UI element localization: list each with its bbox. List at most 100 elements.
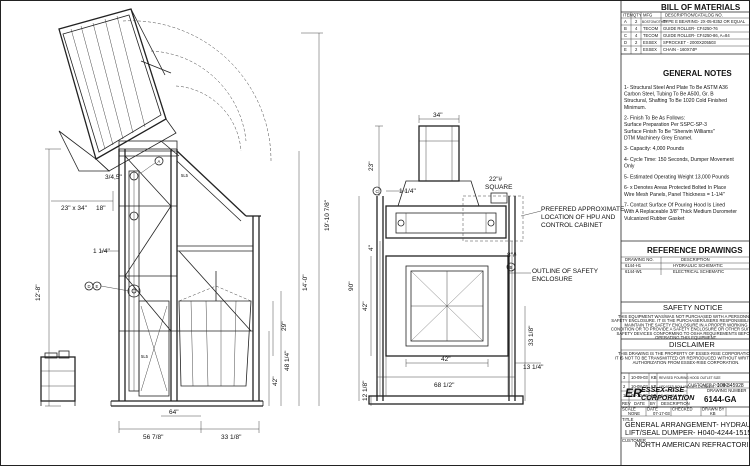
dim-42-horizontal: 42" xyxy=(441,356,451,363)
dim-4: 4" xyxy=(368,244,375,251)
ref-row-desc: ELECTRICAL SCHEMATIC xyxy=(673,269,724,274)
dim-18: 18" xyxy=(96,205,106,212)
revision-by: KB xyxy=(651,384,657,389)
bom-item: C xyxy=(624,33,627,38)
dim-12-8: 12'-8" xyxy=(35,284,42,301)
general-notes: GENERAL NOTES 1- Structural Steel And Pl… xyxy=(621,69,750,242)
dim-14-0: 14'-0" xyxy=(302,274,309,291)
revision-number: 1 xyxy=(623,393,626,398)
general-note-line: Surface Finish To Be "Sherwin Williams" xyxy=(624,129,715,135)
drawing-title-line1: GENERAL ARRANGEMENT- HYDRAULIC xyxy=(625,420,750,429)
side-view: 56 7/8" 33 1/8" 23" x 34" 18" 1 1/4" 64"… xyxy=(35,8,331,441)
bom-hdr-desc: DESCRIPTION/CATALOG NO. xyxy=(665,13,723,18)
dim-8: 8"# xyxy=(507,252,517,259)
dim-22-square: 22"# xyxy=(489,176,503,183)
bom-desc: CHAIN - 160X74P xyxy=(663,47,697,52)
side-view-dim-text: 56 7/8" 33 1/8" 23" x 34" 18" 1 1/4" 64"… xyxy=(35,173,331,441)
rev-hdr-date: DATE xyxy=(634,401,645,406)
front-view: 34" 23" 22"# SQUARE 1 1/4" 8"# 90" 42" 4… xyxy=(348,112,625,406)
general-note-line: Surface Preparation Per SSPC-SP-3 xyxy=(624,122,707,128)
drawing-no-label: DRAWING NUMBER xyxy=(707,388,746,393)
scale-value: NONE xyxy=(628,411,640,416)
rev-hdr-by: BY xyxy=(650,401,656,406)
general-note-line: With A Replaceable 3/8" Thick Medium Dur… xyxy=(624,209,737,215)
bill-of-materials: BILL OF MATERIALS ITEM QTY MFG DESCRIPTI… xyxy=(621,3,750,55)
hpu-unit xyxy=(40,350,76,406)
dim-48-1-4: 48 1/4" xyxy=(284,350,291,371)
ref-row-no: 6144-H1 xyxy=(625,263,642,268)
dim-33-1-8: 33 1/8" xyxy=(221,434,242,441)
ref-hdr-desc: DESCRIPTION xyxy=(681,257,710,262)
callout-e: E xyxy=(96,284,99,289)
bom-desc: GUIDE ROLLER- CF4250-76 xyxy=(663,26,718,31)
dim-33-1-8-front: 33 1/8" xyxy=(528,325,535,346)
bom-mfg: TECOM xyxy=(643,33,659,38)
date-label: DATE xyxy=(647,407,658,412)
general-note-line: 7- Contact Surface Of Pouring Hood Is Li… xyxy=(624,203,725,209)
rev-hdr-desc: DESCRIPTION xyxy=(661,401,690,406)
general-note-line: 1- Structural Steel And Plate To Be ASTM… xyxy=(624,85,728,91)
bom-qty: 4 xyxy=(635,26,638,31)
drawing-no-value: 6144-GA xyxy=(704,395,737,404)
general-note-line: Carbon Steel, Tubing To Be A500, Gr. B xyxy=(624,92,714,98)
side-callouts: A D E xyxy=(84,156,164,292)
bom-mfg: TECOM xyxy=(643,26,659,31)
revision-description: UPDATED BOM AND LIFT CYLINDER xyxy=(659,385,715,389)
safety-line: SAFETY DEVICES CONFORMING TO OSHA REQUIR… xyxy=(617,331,750,336)
reference-drawings-title: REFERENCE DRAWINGS xyxy=(647,246,743,255)
label-hpu-line1: PREFERED APPROXIMATE xyxy=(541,206,625,213)
front-view-dimensions xyxy=(358,115,541,406)
general-note-line: 3- Capacity: 4,000 Pounds xyxy=(624,146,684,152)
bom-qty: 4 xyxy=(635,33,638,38)
disclaimer: DISCLAIMER THIS DRAWING IS THE PROPERTY … xyxy=(615,340,750,374)
dim-12-1-8: 12 1/8" xyxy=(362,380,369,401)
safety-line: CONDITION OR TO PROVIDE A SAFETY ENCLOSU… xyxy=(611,327,750,332)
bom-item: B xyxy=(624,26,627,31)
bom-mfg: ESSEX xyxy=(643,47,657,52)
lower-bin xyxy=(178,271,252,387)
revision-description: REVISED POURING HOOD OUTLET SIZE xyxy=(659,376,721,380)
dim-5l5-a: 5L5 xyxy=(181,173,189,178)
revision-by: KB xyxy=(651,393,657,398)
disclaimer-body: THIS DRAWING IS THE PROPERTY OF ESSEX-RI… xyxy=(615,351,750,365)
safety-title: SAFETY NOTICE xyxy=(663,303,722,312)
tilted-hopper xyxy=(58,8,272,172)
lift-carriage xyxy=(127,170,170,397)
dim-23x34: 23" x 34" xyxy=(61,205,88,212)
revision-by: KB xyxy=(651,375,657,380)
safety-line: SAFETY ENCLOSURE. IT IS THE PURCHASER/US… xyxy=(611,318,750,323)
company-line1: ESSEX-RISE xyxy=(641,385,684,394)
dim-front-1-1-4: 1 1/4" xyxy=(399,188,416,195)
safety-body: THIS EQUIPMENT WAS/WAS NOT PURCHASED WIT… xyxy=(611,314,750,340)
scale-label: SCALE xyxy=(622,407,636,412)
dim-29: 29" xyxy=(281,321,288,331)
drawn-label: DRAWN BY xyxy=(702,407,725,412)
dim-42: 42" xyxy=(272,376,279,386)
bom-row: A 2 BOSTON/OTHER TYPE E BEARING- 2X-05-8… xyxy=(624,19,746,24)
callout-d: D xyxy=(88,284,91,289)
dim-90: 90" xyxy=(348,281,355,291)
bom-row: C 4 TECOM GUIDE ROLLER- CF4250-86, A=84 xyxy=(624,33,730,38)
general-notes-title: GENERAL NOTES xyxy=(663,69,732,78)
ref-row-desc: HYDRAULIC SCHEMATIC xyxy=(673,263,723,268)
company-line2: CORPORATION xyxy=(641,393,695,402)
bom-mfg: ESSEX xyxy=(643,40,657,45)
callout-a: A xyxy=(158,159,161,164)
po-value: 108-345928 xyxy=(717,383,744,389)
dim-42-vertical: 42" xyxy=(362,301,369,311)
disclaimer-title: DISCLAIMER xyxy=(669,340,715,349)
rev-hdr-rev: REV xyxy=(622,401,631,406)
customer-label: CUSTOMER xyxy=(622,438,646,443)
checked-label: CHECKED xyxy=(672,407,692,412)
bom-item: E xyxy=(624,47,627,52)
bom-title: BILL OF MATERIALS xyxy=(661,3,741,12)
dim-1-1-4: 1 1/4" xyxy=(93,248,110,255)
revision-date: 10-09-03 xyxy=(631,375,648,380)
drawing-title-line2: LIFT/SEAL DUMPER- H040-4244-1515-150 xyxy=(625,428,750,437)
dim-square-label: SQUARE xyxy=(485,184,513,191)
right-panel: BILL OF MATERIALS ITEM QTY MFG DESCRIPTI… xyxy=(611,1,750,466)
label-hpu-line3: CONTROL CABINET xyxy=(541,222,603,229)
